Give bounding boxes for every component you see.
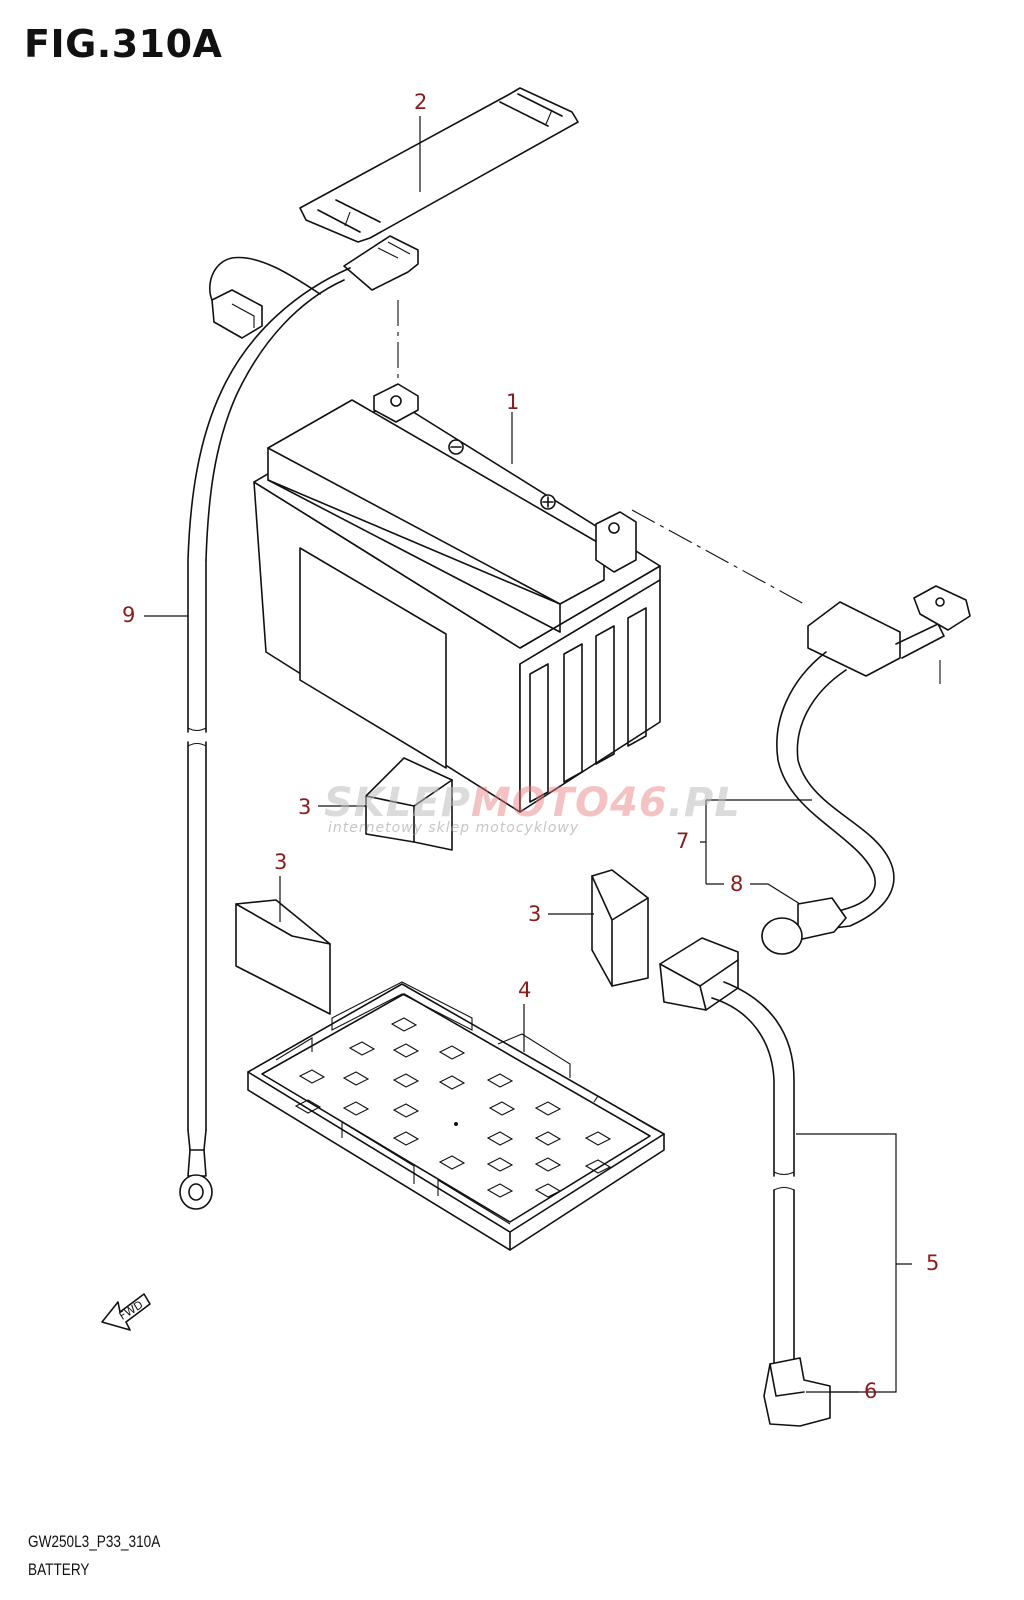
fwd-arrow-icon: FWD [101, 1293, 151, 1331]
callout-7: 7 [676, 829, 690, 853]
watermark-text-c: .PL [667, 780, 741, 826]
tray-slots [294, 1017, 612, 1198]
positive-cable-part-7 [761, 585, 971, 955]
lead-wire-part-9 [179, 235, 419, 1210]
callout-5: 5 [926, 1251, 940, 1275]
callout-9: 9 [122, 603, 136, 627]
watermark-subtitle: internetowy sklep motocyklowy [328, 820, 580, 836]
assembly-dash-lines [397, 300, 941, 684]
figure-code: GW250L3_P33_310A [28, 1532, 161, 1551]
callout-3: 3 [274, 850, 288, 874]
rubber-pad-part-3 [235, 899, 331, 1015]
battery-strap-part-2 [299, 87, 579, 243]
figure-name: BATTERY [28, 1560, 90, 1579]
callout-6: 6 [864, 1379, 878, 1403]
rubber-pad-part-3 [591, 869, 649, 987]
callout-4: 4 [518, 978, 532, 1002]
callout-leaders [144, 116, 912, 1393]
negative-cable-part-5 [659, 937, 831, 1427]
battery-tray-part-4 [247, 981, 665, 1251]
figure-title: FIG.310A [24, 22, 223, 66]
callout-2: 2 [414, 90, 428, 114]
rubber-pad-part-3 [365, 757, 453, 851]
callout-3: 3 [528, 902, 542, 926]
callout-1: 1 [506, 390, 520, 414]
watermark-text-b: MOTO46 [470, 780, 668, 826]
callout-8: 8 [730, 872, 744, 896]
battery-part-1 [253, 383, 661, 813]
callout-3: 3 [298, 795, 312, 819]
watermark: SKLEPMOTO46.PL internetowy sklep motocyk… [324, 780, 741, 836]
watermark-text-a: SKLEP [324, 780, 471, 826]
